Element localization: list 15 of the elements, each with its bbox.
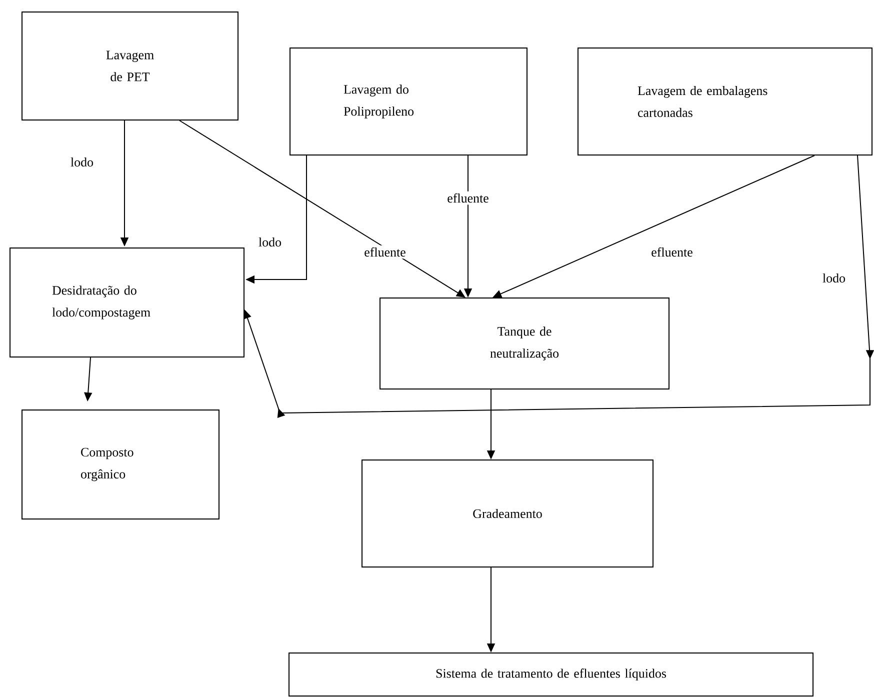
arrow xyxy=(244,155,874,418)
edge-label: efluente xyxy=(649,245,695,259)
process-box: Lavagem de embalagens cartonadas xyxy=(578,48,872,156)
process-box: Gradeamento xyxy=(362,460,654,568)
process-box: Sistema de tratamento de efluentes líquidos xyxy=(288,652,814,696)
edge-label: efluente xyxy=(445,191,491,205)
process-box: Lavagem do Polipropileno xyxy=(290,48,528,156)
process-box: Composto orgânico xyxy=(22,410,220,520)
edge-label: lodo xyxy=(256,235,284,249)
edge-label: efluente xyxy=(362,245,408,259)
edge-label: lodo xyxy=(820,271,848,285)
edge-label: lodo xyxy=(68,155,96,169)
process-box: Tanque de neutralização xyxy=(380,298,670,390)
process-box: Desidratação do lodo/compostagem xyxy=(10,248,244,358)
process-box: Lavagem de PET xyxy=(22,12,238,120)
